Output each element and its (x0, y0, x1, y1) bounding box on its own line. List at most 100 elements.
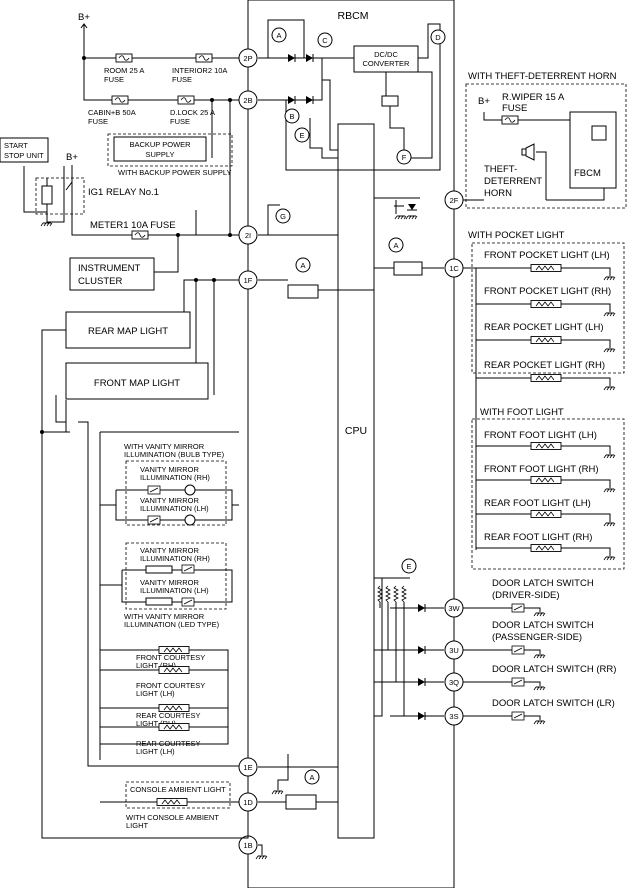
rear-map-light-label: REAR MAP LIGHT (88, 326, 168, 337)
pocket-light-2: FRONT POCKET LIGHT (RH) (484, 286, 611, 297)
pullup-resistors (377, 577, 407, 716)
pocket-light-title: WITH POCKET LIGHT (468, 230, 565, 241)
door-latch-passenger-switch-icon (511, 645, 525, 655)
svg-text:2P: 2P (243, 54, 252, 63)
fuse-room-icon (115, 53, 133, 63)
vanity-bulb-lh-switch-icon (147, 515, 161, 525)
door-latch-lr-wiring (463, 715, 541, 720)
pocket-light-wiring (463, 267, 611, 386)
vanity-bulb-rh-1: VANITY MIRROR (140, 465, 199, 474)
dcdc-relay-coil (381, 95, 399, 107)
door-latch-rr: DOOR LATCH SWITCH (RR) (492, 664, 616, 675)
instrument-cluster-box (69, 257, 155, 291)
svg-text:3W: 3W (448, 604, 460, 613)
vanity-bulb-title-1: WITH VANITY MIRROR (124, 442, 205, 451)
fuse-cabin-icon (111, 95, 129, 105)
courtesy-rear-lh-2: LIGHT (LH) (136, 747, 175, 756)
fuse-room-label-1: ROOM 25 A (104, 66, 144, 75)
bplus-label-2: B+ (66, 152, 78, 163)
connector-2f: 2F (444, 190, 464, 210)
vanity-bulb-lh-2: ILLUMINATION (LH) (140, 504, 209, 513)
svg-text:3Q: 3Q (449, 678, 459, 687)
courtesy-front-lh-lamp-icon (158, 666, 190, 674)
pocket-light-dashed-box (471, 242, 625, 374)
theft-horn-label-1: THEFT- (484, 164, 517, 175)
vanity-led-rh-1: VANITY MIRROR (140, 546, 199, 555)
connector-2b: 2B (238, 90, 258, 110)
fuse-dlock-icon (177, 95, 195, 105)
console-ambient-label: CONSOLE AMBIENT LIGHT (130, 785, 226, 794)
start-stop-label-2: STOP UNIT (4, 151, 44, 160)
theft-horn-label-2: DETERRENT (484, 176, 542, 187)
foot-light-title: WITH FOOT LIGHT (480, 407, 564, 418)
connector-1f: 1F (238, 270, 258, 290)
dcdc-converter-box (353, 45, 419, 73)
fuse-rwiper-icon (501, 115, 519, 125)
courtesy-front-lh-1: FRONT COURTESY (136, 681, 205, 690)
svg-text:1C: 1C (449, 264, 459, 273)
gnd-foot-2-icon (603, 488, 616, 493)
bplus-label-1: B+ (78, 12, 90, 23)
vanity-bulb-lh-lamp-icon (184, 514, 196, 526)
foot-light-1-lamp-icon (530, 442, 562, 450)
pocket-light-4-lamp-icon (530, 374, 562, 382)
connector-1d: 1D (238, 792, 258, 812)
svg-text:B: B (289, 112, 294, 121)
gnd-foot-4-icon (603, 556, 616, 561)
courtesy-front-rh-1: FRONT COURTESY (136, 653, 205, 662)
rbcm-internal-wiring (258, 19, 444, 855)
fuse-dlock-label-1: D.LOCK 25 A (170, 108, 215, 117)
gnd-door-driver-icon (533, 612, 546, 617)
start-stop-unit-box (0, 137, 49, 163)
fuse-room-label-2: FUSE (104, 75, 124, 84)
vanity-bulb-rh-2: ILLUMINATION (RH) (140, 473, 210, 482)
foot-light-3-lamp-icon (530, 510, 562, 518)
door-latch-driver-2: (DRIVER-SIDE) (492, 590, 560, 601)
console-ambient-note-1: WITH CONSOLE AMBIENT (126, 813, 219, 822)
foot-light-3: REAR FOOT LIGHT (LH) (484, 498, 591, 509)
door-latch-passenger-1: DOOR LATCH SWITCH (492, 620, 594, 631)
diode-3q-icon (417, 677, 426, 687)
svg-text:D: D (435, 33, 441, 42)
pocket-light-2-lamp-icon (530, 300, 562, 308)
junction-dot (176, 233, 180, 237)
horn-icon (521, 143, 535, 161)
courtesy-rear-lh-lamp-icon (158, 723, 190, 731)
backup-power-label-1: BACKUP POWER (129, 140, 191, 149)
diode-3u-icon (417, 645, 426, 655)
svg-text:1D: 1D (243, 798, 253, 807)
courtesy-front-rh-2: LIGHT (RH) (136, 661, 176, 670)
gnd-door-passenger-icon (533, 654, 546, 659)
relay-1f-box (287, 284, 319, 299)
svg-text:A: A (276, 31, 281, 40)
connector-3u: 3U (444, 640, 464, 660)
pocket-light-3-lamp-icon (530, 336, 562, 344)
foot-light-wiring (475, 378, 611, 556)
fbcm-relay-icon (591, 125, 607, 141)
vanity-bulb-title-2: ILLUMINATION (BULB TYPE) (124, 450, 225, 459)
fuse-interior2-icon (195, 53, 213, 63)
connector-3s: 3S (444, 706, 464, 726)
junction-dot (40, 430, 44, 434)
ref-a-1: A (271, 27, 287, 43)
fuse-dlock-label-2: FUSE (170, 117, 190, 126)
vanity-led-title-1: WITH VANITY MIRROR (124, 612, 205, 621)
connector-1e: 1E (238, 757, 258, 777)
front-map-light-label: FRONT MAP LIGHT (94, 378, 180, 389)
svg-text:2I: 2I (245, 231, 251, 240)
ref-a-4: A (304, 769, 320, 785)
junction-dot (228, 233, 232, 237)
relay-a-box (393, 261, 423, 276)
fuse-meter1-label: METER1 10A FUSE (90, 220, 176, 231)
gnd-pocket-4-icon (603, 386, 616, 391)
svg-text:E: E (406, 562, 411, 571)
diode-2b-b-icon (305, 95, 314, 105)
door-latch-lr: DOOR LATCH SWITCH (LR) (492, 698, 615, 709)
rbcm-box (247, 0, 455, 888)
dcdc-label-1: DC/DC (374, 50, 398, 59)
gnd-pocket-1-icon (603, 276, 616, 281)
svg-text:3S: 3S (449, 712, 458, 721)
foot-light-4-lamp-icon (530, 544, 562, 552)
connector-1b: 1B (238, 835, 258, 855)
courtesy-rear-rh-2: LIGHT (RH) (136, 719, 176, 728)
